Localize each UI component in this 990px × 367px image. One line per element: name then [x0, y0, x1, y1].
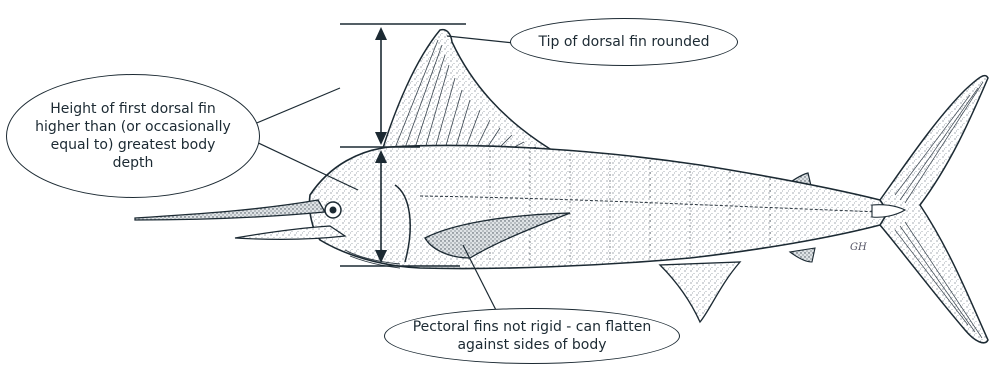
callout-dorsal-height-line: depth	[35, 154, 231, 172]
callout-pectoral: Pectoral fins not rigid - can flatten ag…	[384, 308, 680, 364]
callout-dorsal-height-line: higher than (or occasionally	[35, 118, 231, 136]
callout-pectoral-line: Pectoral fins not rigid - can flatten	[413, 318, 652, 336]
callout-dorsal-tip-text: Tip of dorsal fin rounded	[538, 33, 709, 51]
callout-pectoral-text: Pectoral fins not rigid - can flatten ag…	[413, 318, 652, 354]
callout-dorsal-height-text: Height of first dorsal fin higher than (…	[35, 100, 231, 172]
callout-dorsal-height-line: Height of first dorsal fin	[35, 100, 231, 118]
callout-dorsal-height-line: equal to) greatest body	[35, 136, 231, 154]
callout-dorsal-height: Height of first dorsal fin higher than (…	[6, 74, 260, 198]
eye	[325, 202, 341, 218]
artist-signature: GH	[850, 242, 867, 253]
second-anal-finlet	[790, 248, 815, 262]
callout-pectoral-line: against sides of body	[413, 336, 652, 354]
callout-dorsal-tip: Tip of dorsal fin rounded	[510, 18, 738, 66]
bill	[135, 200, 325, 220]
anal-fin	[660, 262, 740, 322]
lower-jaw	[235, 226, 345, 239]
